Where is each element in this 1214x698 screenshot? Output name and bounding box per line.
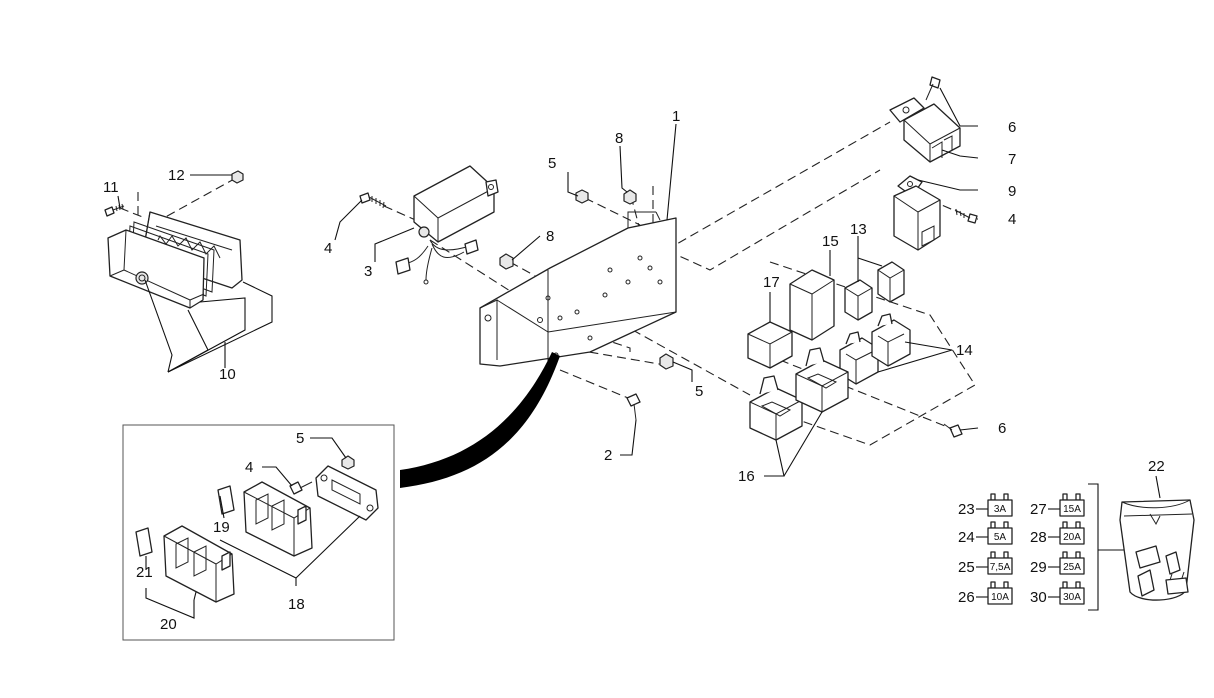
callout-2: 2 <box>604 447 612 464</box>
fuse-body <box>987 527 1013 545</box>
relay-part-13-a <box>844 279 873 321</box>
callout-3: 3 <box>364 263 372 280</box>
fuse-blade <box>990 551 1009 559</box>
fuse-blade <box>990 581 1009 589</box>
fuse-rating: 30A <box>1063 592 1081 603</box>
fuse-body <box>1059 557 1085 575</box>
callout-9: 9 <box>1008 183 1016 200</box>
relay-part-9 <box>893 175 941 251</box>
callout-4-left: 4 <box>324 240 332 257</box>
callout-12: 12 <box>168 167 185 184</box>
callout-19: 19 <box>213 519 230 536</box>
fuse-29: 29 25A <box>1030 551 1085 576</box>
fuse-bracket <box>1088 483 1124 611</box>
callout-6-bottom: 6 <box>998 420 1006 437</box>
callout-5-top: 5 <box>548 155 556 172</box>
callout-1: 1 <box>672 108 680 125</box>
electronic-module <box>395 165 499 285</box>
fuse-set: 23 3A 24 5A 25 7,5A 26 10A 27 15A 28 20A 29 25A 30 30A <box>958 493 1085 606</box>
fuse-23: 23 3A <box>958 493 1013 518</box>
nut-8-top <box>623 189 637 205</box>
detail-pointer <box>400 352 560 488</box>
fuse-25: 25 7,5A <box>958 551 1013 576</box>
screw-6-lower <box>943 423 963 438</box>
callout-8-top: 8 <box>615 130 623 147</box>
callout-18: 18 <box>288 596 305 613</box>
mounting-bracket <box>479 211 677 368</box>
callout-22: 22 <box>1148 458 1165 475</box>
callout-10: 10 <box>219 366 236 383</box>
fuse-rating: 15A <box>1063 504 1081 515</box>
fuse-rating: 25A <box>1063 562 1081 573</box>
relay-socket-14-b <box>871 313 911 367</box>
relay-socket-16-b <box>795 347 849 413</box>
fuse-blade <box>1062 581 1081 589</box>
fuse-blade <box>1062 521 1081 529</box>
nut-5-mid <box>659 353 674 370</box>
fuse-body <box>987 499 1013 517</box>
callout-13: 13 <box>850 221 867 238</box>
callout-labels: 1 2 3 4 4 5 5 6 6 7 8 8 9 10 11 12 13 14… <box>103 108 1165 485</box>
fuse-ref-label: 30 <box>1030 589 1047 606</box>
fuse-ref-label: 29 <box>1030 559 1047 576</box>
callout-7: 7 <box>1008 151 1016 168</box>
fuse-27: 27 15A <box>1030 493 1085 518</box>
callout-21: 21 <box>136 564 153 581</box>
fuse-ref-label: 23 <box>958 501 975 518</box>
callout-5-inset: 5 <box>296 430 304 447</box>
fuse-blade <box>1062 551 1081 559</box>
fuse-body <box>1059 527 1085 545</box>
fuse-body <box>1059 499 1085 517</box>
fuse-rating: 3A <box>994 504 1007 515</box>
callout-4-right: 4 <box>1008 211 1016 228</box>
relay-part-15 <box>789 269 835 341</box>
leader-lines <box>117 87 979 477</box>
nut-5-top <box>575 189 589 204</box>
fuse-body <box>987 587 1013 605</box>
callout-16: 16 <box>738 468 755 485</box>
callout-4-inset: 4 <box>245 459 253 476</box>
relay-part-13-b <box>877 261 905 303</box>
callout-15: 15 <box>822 233 839 250</box>
inset-detail-box: 5 4 19 21 18 20 <box>122 424 395 641</box>
callout-11: 11 <box>103 179 119 196</box>
fuse-rating: 5A <box>994 532 1007 543</box>
callout-14: 14 <box>956 342 973 359</box>
fuse-rating: 20A <box>1063 532 1081 543</box>
callout-8-left: 8 <box>546 228 554 245</box>
fuse-rating: 7,5A <box>990 562 1011 573</box>
fuse-body <box>1059 587 1085 605</box>
callout-17: 17 <box>763 274 780 291</box>
relay-part-17 <box>747 321 793 369</box>
screw-4-left <box>359 192 387 209</box>
fuse-24: 24 5A <box>958 521 1013 546</box>
callout-5-mid: 5 <box>695 383 703 400</box>
fuse-30: 30 30A <box>1030 581 1085 606</box>
callout-6-top: 6 <box>1008 119 1016 136</box>
fuse-26: 26 10A <box>958 581 1013 606</box>
nut-8-left <box>499 253 514 270</box>
fuse-ref-label: 26 <box>958 589 975 606</box>
fuse-28: 28 20A <box>1030 521 1085 546</box>
fuse-ref-label: 27 <box>1030 501 1047 518</box>
fuse-blade <box>1062 493 1081 501</box>
fuse-body <box>987 557 1013 575</box>
screw-4-right <box>954 208 978 224</box>
relay-socket-16-a <box>749 375 803 441</box>
relay-part-7 <box>889 76 961 163</box>
fuse-blade <box>990 521 1009 529</box>
fuse-ref-label: 28 <box>1030 529 1047 546</box>
lamp-housing-assembly <box>104 170 273 373</box>
fuse-rating: 10A <box>991 592 1009 603</box>
fuse-ref-label: 24 <box>958 529 975 546</box>
callout-20: 20 <box>160 616 177 633</box>
fuse-bag-22 <box>1119 475 1195 601</box>
fuse-ref-label: 25 <box>958 559 975 576</box>
fuse-blade <box>990 493 1009 501</box>
screw-2 <box>626 393 641 421</box>
